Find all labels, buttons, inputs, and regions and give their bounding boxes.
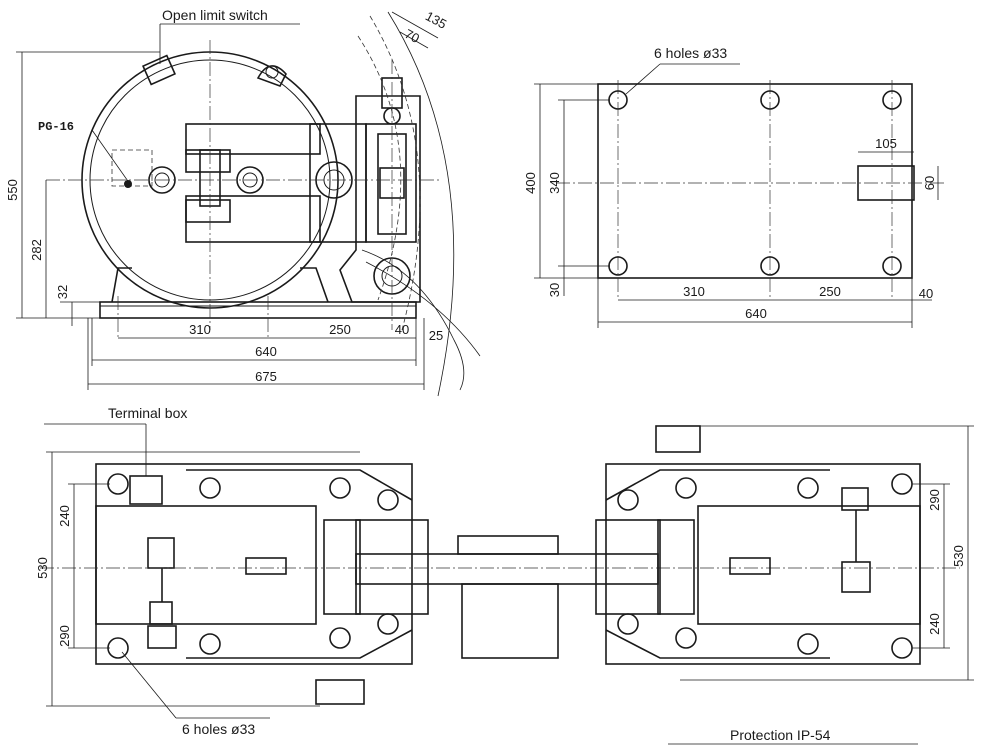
dim-base-40: 40 [919,286,933,301]
dim-plan-240-right: 240 [927,613,942,635]
dim-base-30: 30 [547,283,562,297]
dim-front-250: 250 [329,322,351,337]
front-elevation-view [16,11,481,397]
dim-base-400: 400 [523,172,538,194]
dim-base-105: 105 [875,136,897,151]
dim-base-310: 310 [683,284,705,299]
label-protection: Protection IP-54 [730,727,831,743]
dim-front-70: 70 [402,26,422,46]
dim-front-32: 32 [55,285,70,299]
dim-front-310: 310 [189,322,211,337]
dim-front-675: 675 [255,369,277,384]
label-terminal-box: Terminal box [108,405,187,421]
label-open-limit-switch: Open limit switch [162,7,268,23]
base-plate-view [534,63,944,328]
dim-plan-530-right: 530 [951,545,966,567]
plan-view [40,423,974,745]
dim-plan-290-left: 290 [57,625,72,647]
dim-base-250: 250 [819,284,841,299]
dim-base-640: 640 [745,306,767,321]
dim-front-550: 550 [5,179,20,201]
dim-base-60: 60 [922,176,937,190]
dim-plan-240-left: 240 [57,505,72,527]
dim-plan-530-left: 530 [35,557,50,579]
dim-plan-290-right: 290 [927,489,942,511]
label-pg16: PG-16 [38,120,74,134]
label-holes-top: 6 holes ø33 [654,45,727,61]
dim-front-25: 25 [429,328,443,343]
label-holes-bottom: 6 holes ø33 [182,721,255,737]
dim-front-135: 135 [423,8,449,31]
dim-front-282: 282 [29,239,44,261]
dim-base-340: 340 [547,172,562,194]
dim-front-640: 640 [255,344,277,359]
dim-front-40: 40 [395,322,409,337]
